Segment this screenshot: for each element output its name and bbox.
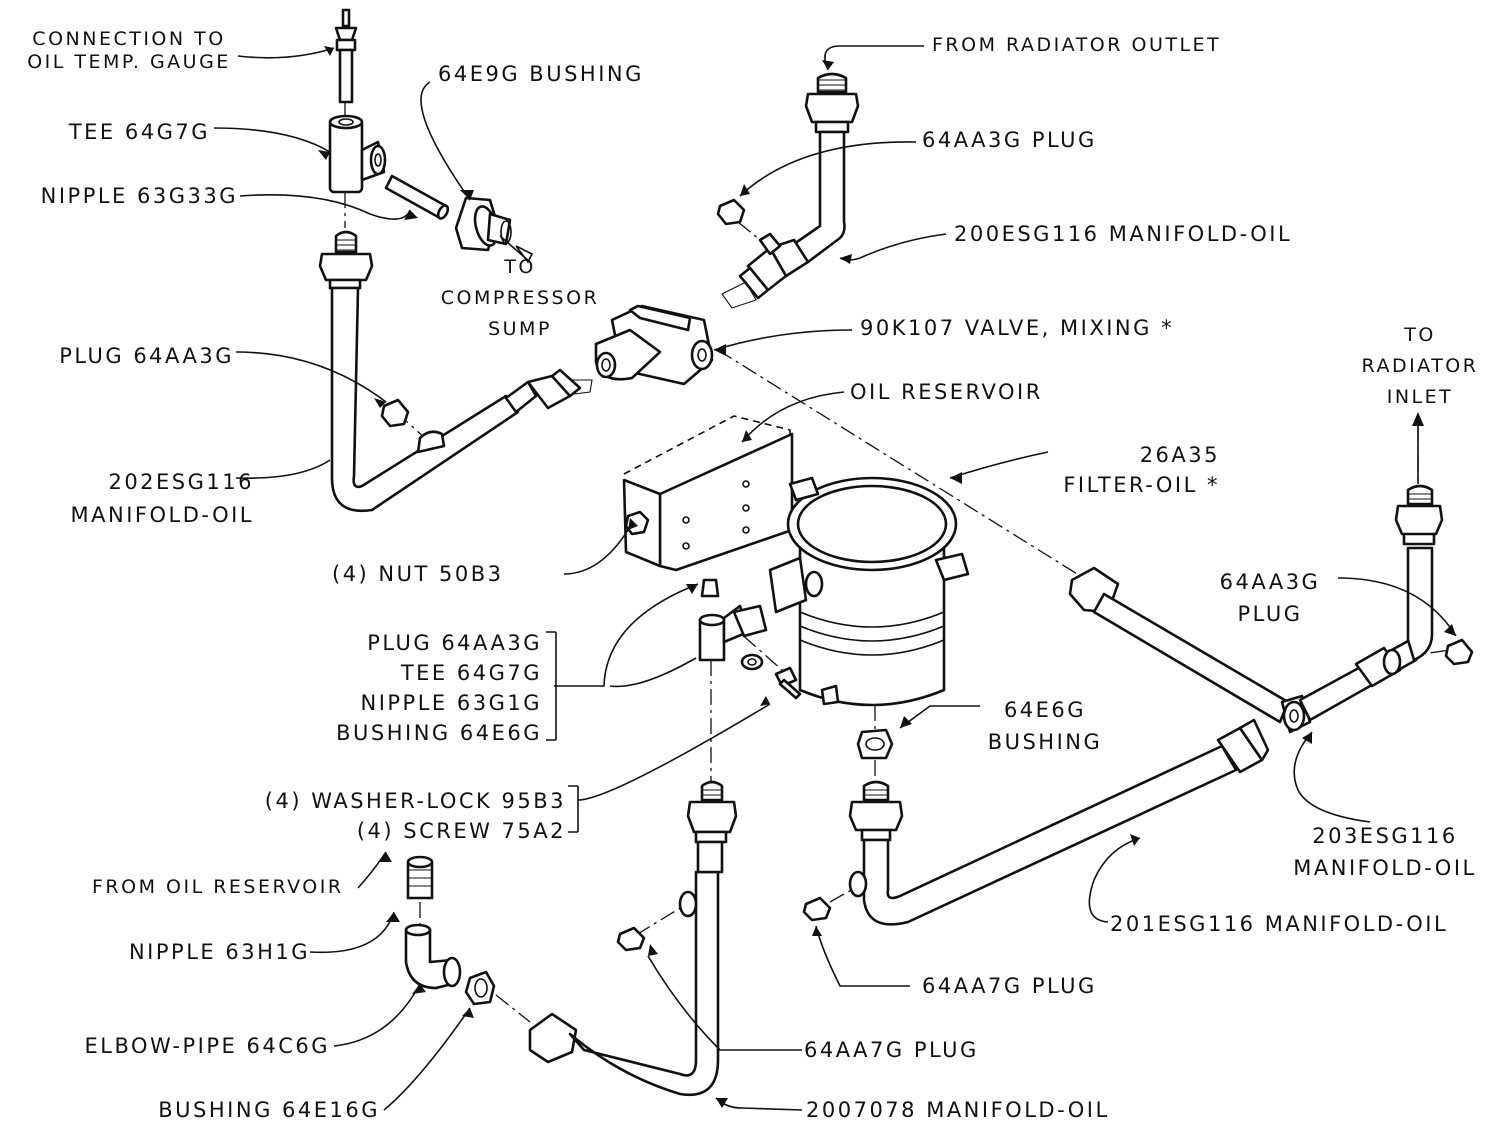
label-plug-64aa3g-left: Plug 64AA3G (59, 344, 234, 368)
label-manifold-200esg116: 200ESG116 Manifold-Oil (954, 222, 1293, 246)
label-bushing-64e9g: 64E9G Bushing (438, 62, 644, 86)
manifold-200esg116 (721, 72, 860, 309)
label-bushing-64e6g: 64E6G Bushing (987, 698, 1103, 754)
label-plug-64aa7g-center: 64AA7G Plug (804, 1038, 979, 1062)
bushing-64e9g (454, 196, 512, 252)
oil-reservoir-bracket (622, 415, 794, 572)
plug-64aa3g-left (380, 398, 410, 428)
nipple-63g33g (384, 174, 450, 220)
bushing-64e16g (464, 970, 496, 1006)
label-nipple-63h1g: Nipple 63H1G (128, 940, 310, 964)
plug-64aa7g-right (802, 896, 832, 922)
label-oil-temp-gauge: Connection to oil temp. gauge (27, 28, 231, 73)
nipple-63h1g (406, 855, 434, 900)
manifold-202esg116 (318, 230, 593, 513)
label-bushing-64e16g: Bushing 64E16G (158, 1098, 380, 1122)
plug-64aa3g-right (1444, 638, 1474, 666)
label-to-radiator-inlet: to radiator inlet (1361, 324, 1479, 408)
label-from-radiator-outlet: from radiator outlet (932, 34, 1222, 56)
label-nipple-63g33g: Nipple 63G33G (40, 184, 238, 208)
oil-temp-gauge-connection (334, 8, 358, 104)
manifold-201esg116 (848, 718, 1270, 926)
label-manifold-202esg116: 202ESG116 Manifold-Oil (70, 470, 254, 527)
plug-64aa3g-top (716, 198, 746, 226)
tee-group-64g7g (698, 578, 802, 700)
label-manifold-201esg116: 201ESG116 Manifold-Oil (1110, 912, 1449, 936)
elbow-pipe-64c6g (404, 923, 462, 990)
label-filter-oil: 26A35 Filter-Oil * (1063, 443, 1220, 497)
tee-64g7g (328, 114, 387, 194)
label-plug-64aa7g-right: 64AA7G Plug (922, 974, 1097, 998)
label-washer-screw: (4) Washer-Lock 95B3 (4) Screw 75A2 (264, 789, 566, 843)
manifold-2007078 (528, 780, 738, 1097)
label-from-oil-reservoir: from oil reservoir (92, 876, 344, 898)
label-valve-mixing: 90K107 Valve, Mixing * (860, 316, 1175, 340)
label-to-compressor-sump: to compressor sump (440, 256, 600, 340)
label-plug-64aa3g-top: 64AA3G Plug (922, 128, 1097, 152)
label-nut-50b3: (4) Nut 50B3 (332, 562, 504, 586)
label-plug-64aa3g-right: 64AA3G Plug (1219, 570, 1321, 626)
label-manifold-203esg116: 203ESG116 Manifold-Oil (1293, 824, 1477, 880)
arrowheads (318, 46, 1456, 1108)
label-manifold-2007078: 2007078 Manifold-Oil (806, 1098, 1110, 1122)
manifold-203esg116 (1068, 484, 1444, 734)
plug-64aa7g-center (616, 926, 646, 952)
mixing-valve-90k107 (594, 304, 714, 386)
arrow-to-radiator-inlet (1412, 412, 1424, 484)
label-tee-64g7g: Tee 64G7G (68, 120, 210, 144)
label-elbow-pipe-64c6g: Elbow-Pipe 64C6G (84, 1034, 330, 1058)
label-group-plug-tee-nipple-bushing: Plug 64AA3G Tee 64G7G Nipple 63G1G Bushi… (336, 631, 542, 745)
bushing-64e6g (856, 728, 894, 760)
label-oil-reservoir: Oil Reservoir (850, 380, 1043, 404)
filter-oil-26a35 (768, 476, 970, 707)
leader-lines (213, 45, 1457, 1111)
